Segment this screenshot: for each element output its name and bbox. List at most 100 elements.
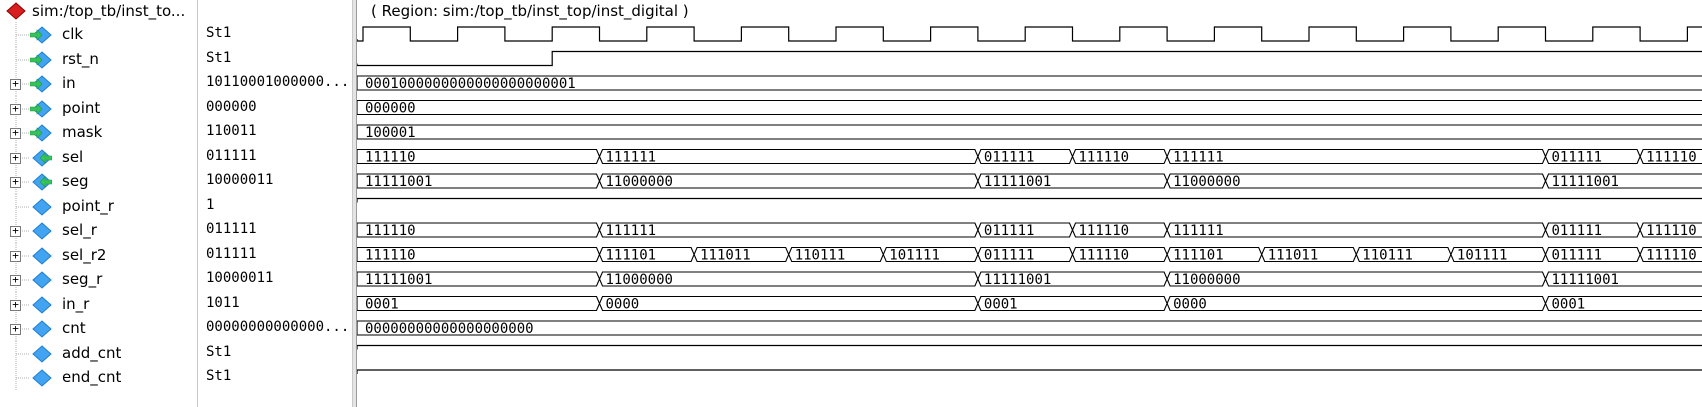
bus-segment[interactable]: 11111001 [977,173,1168,190]
bus-segment[interactable]: 111110 [1071,222,1168,239]
bus-segment[interactable]: 011111 [977,222,1074,239]
signal-row-add_cnt[interactable]: add_cnt [0,340,198,367]
signal-row-rst_n[interactable]: rst_n [0,46,198,73]
expand-icon[interactable]: + [10,299,21,311]
wave-clk[interactable] [357,26,1702,42]
signal-value-row[interactable]: 110011 [198,120,353,146]
bus-segment[interactable]: 011111 [1544,246,1641,264]
signal-value-row[interactable]: St1 [198,341,353,367]
bus-segment[interactable]: 110111 [1355,246,1452,264]
signal-row-clk[interactable]: clk [0,22,198,48]
bus-segment[interactable]: 11111001 [977,271,1168,288]
signal-row-sel[interactable]: +sel [0,144,198,171]
bus-segment[interactable]: 111011 [1261,246,1357,264]
signal-row-seg[interactable]: +seg [0,169,198,195]
group-header[interactable]: sim:/top_tb/inst_to... [0,0,198,22]
bus-segment[interactable]: 101111 [882,246,979,264]
bus-segment[interactable]: 11000000 [1166,271,1547,288]
expand-icon[interactable]: + [10,225,21,237]
waveform-canvas[interactable]: 0001000000000000000000001 000000 100001 111… [357,0,1702,407]
bus-segment[interactable]: 111110 [1071,148,1168,166]
expand-icon[interactable]: + [10,323,21,335]
bus-segment[interactable]: 111110 [357,246,601,264]
expand-icon[interactable]: + [10,78,21,90]
bus-segment[interactable]: 111111 [598,222,979,239]
signal-row-in_r[interactable]: +in_r [0,291,198,318]
bus-segment[interactable]: 0001 [977,295,1168,313]
signal-value-row[interactable]: 00000000000000... [198,316,353,342]
signal-value-row[interactable]: 000000 [198,96,353,122]
waveform-pane[interactable]: ( Region: sim:/top_tb/inst_top/inst_digi… [357,0,1702,407]
wave-point[interactable]: 000000 [357,99,1702,117]
signal-row-sel_r[interactable]: +sel_r [0,218,198,244]
bus-segment[interactable]: 111111 [1166,148,1547,166]
signal-value-row[interactable]: 10000011 [198,267,353,293]
bus-segment[interactable]: 111110 [357,222,601,239]
signal-row-sel_r2[interactable]: +sel_r2 [0,242,198,269]
bus-segment[interactable]: 000000 [357,99,1702,117]
wave-mask[interactable]: 100001 [357,124,1702,141]
wave-cnt[interactable]: 00000000000000000000 [357,320,1702,337]
expand-icon[interactable]: + [10,274,21,286]
expand-icon[interactable]: + [10,103,21,115]
wave-point_r[interactable] [357,197,1702,203]
bus-segment[interactable]: 111011 [693,246,790,264]
wave-in[interactable]: 0001000000000000000000001 [357,75,1702,92]
bus-segment[interactable]: 111110 [357,148,601,166]
bus-segment[interactable]: 11000000 [598,173,979,190]
signal-row-in[interactable]: +in [0,71,198,97]
signal-value-row[interactable]: St1 [198,47,353,73]
bus-segment[interactable]: 100001 [357,124,1702,141]
signal-row-seg_r[interactable]: +seg_r [0,267,198,293]
bus-segment[interactable]: 111111 [1166,222,1547,239]
signal-value-row[interactable]: 011111 [198,145,353,171]
bus-segment[interactable]: 111110 [1639,222,1702,239]
signal-value-row[interactable]: 011111 [198,218,353,244]
signal-value-row[interactable]: 10110001000000... [198,71,353,97]
bus-segment[interactable]: 0000 [1166,295,1547,313]
bus-segment[interactable]: 0000 [598,295,979,313]
signal-row-end_cnt[interactable]: end_cnt [0,365,198,391]
bus-segment[interactable]: 0001 [1544,295,1702,313]
expand-icon[interactable]: + [10,127,21,139]
expand-icon[interactable]: + [10,250,21,262]
signal-value-row[interactable]: St1 [198,22,353,48]
wave-add_cnt[interactable] [357,344,1702,350]
expand-icon[interactable]: + [10,176,21,188]
bus-segment[interactable]: 111110 [1639,246,1702,264]
expand-icon[interactable]: + [10,152,21,164]
bus-segment[interactable]: 0001000000000000000000001 [357,75,1702,92]
wave-end_cnt[interactable] [357,369,1702,374]
bus-segment[interactable]: 101111 [1450,246,1547,264]
bus-segment[interactable]: 111110 [1639,148,1702,166]
bus-segment[interactable]: 011111 [977,148,1074,166]
signal-row-mask[interactable]: +mask [0,120,198,146]
bus-segment[interactable]: 11111001 [1544,271,1702,288]
bus-segment[interactable]: 111111 [598,148,979,166]
signal-row-point_r[interactable]: point_r [0,193,198,220]
signal-value-row[interactable]: 1 [198,194,353,220]
bus-segment[interactable]: 011111 [1544,148,1641,166]
signal-row-point[interactable]: +point [0,95,198,122]
bus-segment[interactable]: 11000000 [598,271,979,288]
signal-value-row[interactable]: St1 [198,365,353,391]
signal-row-cnt[interactable]: +cnt [0,316,198,342]
bus-segment[interactable]: 110111 [788,246,884,264]
bus-segment[interactable]: 00000000000000000000 [357,320,1702,337]
signal-value-row[interactable]: 011111 [198,243,353,269]
bus-segment[interactable]: 111101 [598,246,695,264]
pane-splitter[interactable] [353,0,357,407]
bus-segment[interactable]: 11111001 [1544,173,1702,190]
bus-segment[interactable]: 011111 [1544,222,1641,239]
bus-segment[interactable]: 011111 [977,246,1074,264]
signal-value-row[interactable]: 10000011 [198,169,353,195]
bus-segment[interactable]: 11000000 [1166,173,1547,190]
bus-segment[interactable]: 11111001 [357,271,601,288]
bus-segment[interactable]: 11111001 [357,173,601,190]
